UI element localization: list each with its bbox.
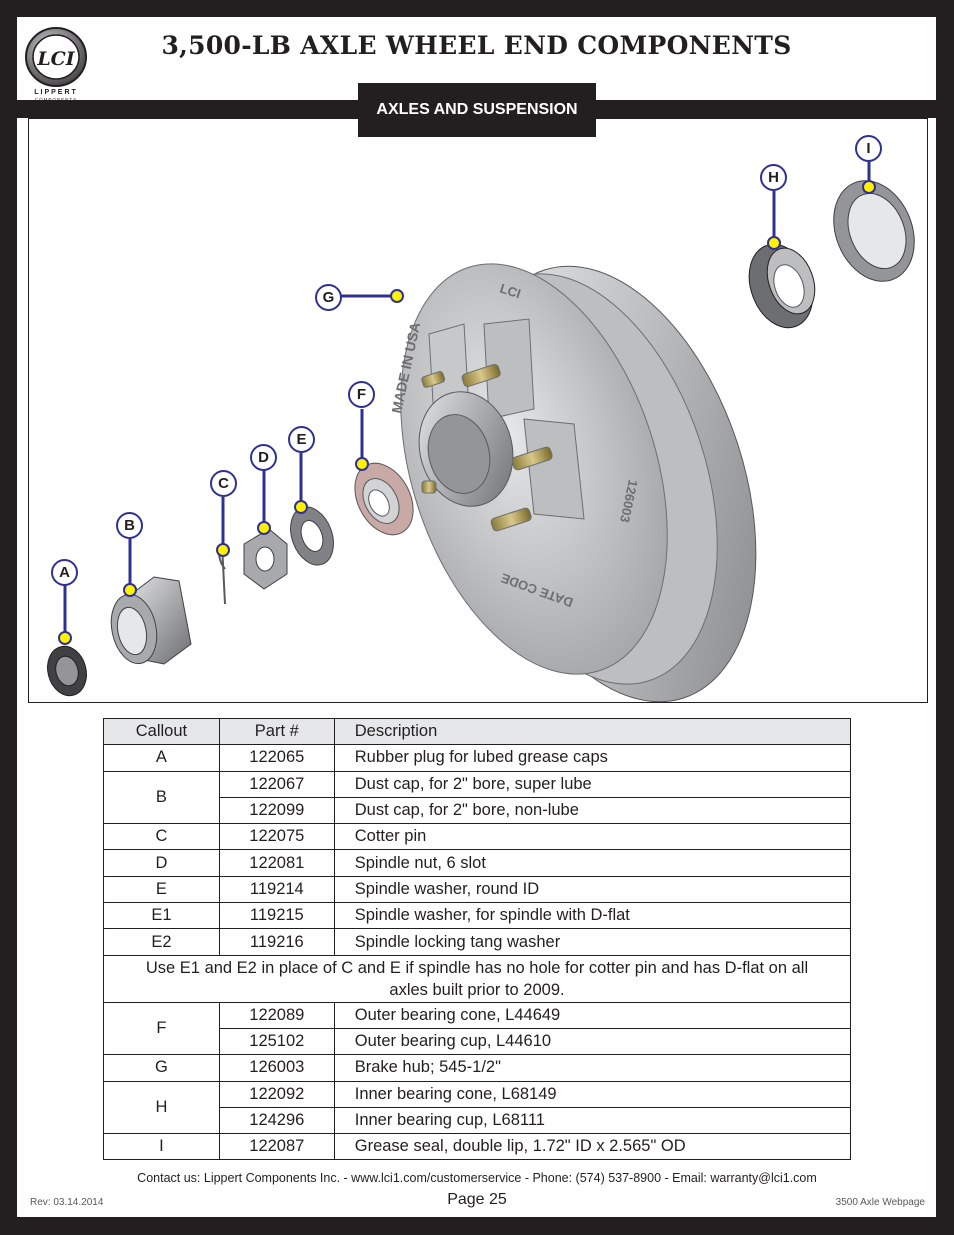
- section-tab: AXLES AND SUSPENSION: [358, 83, 596, 137]
- callout-cell: D: [103, 849, 220, 877]
- callout-e: E: [288, 426, 315, 453]
- table-row: C 122075 Cotter pin: [103, 823, 852, 851]
- callout-cell: G: [103, 1054, 220, 1082]
- header-part: Part #: [218, 717, 335, 746]
- part-cell: 122081: [218, 849, 335, 877]
- callout-cell: E2: [103, 928, 220, 956]
- hub-text-brand: LCI: [498, 281, 523, 302]
- footer-contact: Contact us: Lippert Components Inc. - ww…: [137, 1171, 817, 1185]
- logo-subtext: COMPONENTS: [34, 97, 78, 102]
- part-cell: 119214: [218, 875, 335, 904]
- description-cell: Spindle washer, for spindle with D-flat: [333, 902, 852, 930]
- description-cell: Cotter pin: [333, 823, 852, 851]
- description-cell: Inner bearing cup, L68111: [333, 1106, 852, 1135]
- table-row: A 122065 Rubber plug for lubed grease ca…: [103, 744, 852, 772]
- table-row: D 122081 Spindle nut, 6 slot: [103, 849, 852, 877]
- callout-b: B: [116, 512, 143, 539]
- callout-cell: C: [103, 823, 220, 851]
- part-cell: 119216: [218, 928, 335, 956]
- part-cell: 119215: [218, 902, 335, 930]
- callout-cell: B: [103, 770, 220, 825]
- rubber-plug: [47, 645, 87, 697]
- inner-bearing: [748, 243, 816, 329]
- callout-cell: E1: [103, 902, 220, 930]
- table-note-row: Use E1 and E2 in place of C and E if spi…: [103, 954, 851, 1003]
- logo-text: LIPPERT: [34, 89, 78, 96]
- description-cell: Dust cap, for 2" bore, super lube: [333, 770, 852, 798]
- table-row: I 122087 Grease seal, double lip, 1.72" …: [103, 1133, 852, 1161]
- logo-mark: LCI: [36, 48, 75, 70]
- callout-a: A: [51, 559, 78, 586]
- callout-cell: A: [103, 744, 220, 772]
- page-number: Page 25: [447, 1191, 507, 1208]
- leader-lines: [63, 161, 871, 638]
- table-row: H 122092 Inner bearing cone, L68149: [103, 1080, 852, 1135]
- callout-g: G: [315, 284, 342, 311]
- callout-cell: I: [103, 1133, 220, 1161]
- header: LCI LIPPERT COMPONENTS 3,500-LB AXLE WHE…: [17, 17, 936, 102]
- callout-cell: H: [103, 1080, 220, 1135]
- description-cell: Inner bearing cone, L68149: [333, 1080, 852, 1108]
- table-row: G 126003 Brake hub; 545-1/2": [103, 1054, 852, 1082]
- part-cell: 125102: [218, 1027, 335, 1056]
- outer-bearing: [354, 462, 414, 536]
- callout-h: H: [760, 164, 787, 191]
- table-note: Use E1 and E2 in place of C and E if spi…: [103, 954, 851, 1003]
- description-cell: Dust cap, for 2" bore, non-lube: [333, 796, 852, 825]
- spindle-washer: [290, 506, 334, 566]
- description-cell: Spindle washer, round ID: [333, 875, 852, 904]
- dust-cap: [110, 576, 192, 665]
- diagram-svg: MADE IN USA LCI 126003 DATE CODE: [47, 161, 915, 702]
- description-cell: Grease seal, double lip, 1.72" ID x 2.56…: [333, 1133, 852, 1161]
- parts-table: Callout Part # Description A 122065 Rubb…: [103, 717, 852, 1161]
- description-cell: Rubber plug for lubed grease caps: [333, 744, 852, 772]
- table-row: E2 119216 Spindle locking tang washer: [103, 928, 852, 956]
- spindle-nut: [243, 528, 288, 590]
- table-row: E1 119215 Spindle washer, for spindle wi…: [103, 902, 852, 930]
- description-cell: Brake hub; 545-1/2": [333, 1054, 852, 1082]
- description-cell: Outer bearing cup, L44610: [333, 1027, 852, 1056]
- part-cell: 122089: [218, 1001, 335, 1029]
- leader-dots: [58, 180, 876, 645]
- callout-cell: F: [103, 1001, 220, 1056]
- table-row: F 122089 Outer bearing cone, L44649: [103, 1001, 852, 1056]
- part-cell: 122099: [218, 796, 335, 825]
- table-row: E 119214 Spindle washer, round ID: [103, 875, 852, 904]
- table-row: 122099 Dust cap, for 2" bore, non-lube: [104, 796, 852, 825]
- callout-f: F: [348, 381, 375, 408]
- part-cell: 122065: [218, 744, 335, 772]
- callout-i: I: [855, 135, 882, 162]
- page-title: 3,500-LB AXLE WHEEL END COMPONENTS: [161, 31, 792, 60]
- exploded-diagram: MADE IN USA LCI 126003 DATE CODE: [28, 118, 928, 703]
- header-description: Description: [333, 717, 852, 746]
- description-cell: Outer bearing cone, L44649: [333, 1001, 852, 1029]
- header-callout: Callout: [103, 717, 220, 746]
- part-cell: 124296: [218, 1106, 335, 1135]
- callout-cell: E: [103, 875, 220, 904]
- callout-c: C: [210, 470, 237, 497]
- table-header-row: Callout Part # Description: [103, 717, 852, 746]
- footer-webpage: 3500 Axle Webpage: [835, 1197, 925, 1208]
- table-row: B 122067 Dust cap, for 2" bore, super lu…: [103, 770, 852, 825]
- brake-hub-drum: MADE IN USA LCI 126003 DATE CODE: [388, 263, 757, 702]
- lippert-logo: LCI LIPPERT COMPONENTS: [23, 23, 89, 102]
- part-cell: 126003: [218, 1054, 335, 1082]
- grease-seal: [833, 180, 915, 282]
- description-cell: Spindle locking tang washer: [333, 928, 852, 956]
- part-cell: 122075: [218, 823, 335, 851]
- part-cell: 122092: [218, 1080, 335, 1108]
- part-cell: 122087: [218, 1133, 335, 1161]
- part-cell: 122067: [218, 770, 335, 798]
- callout-d: D: [250, 444, 277, 471]
- description-cell: Spindle nut, 6 slot: [333, 849, 852, 877]
- footer-revision: Rev: 03.14.2014: [30, 1197, 104, 1208]
